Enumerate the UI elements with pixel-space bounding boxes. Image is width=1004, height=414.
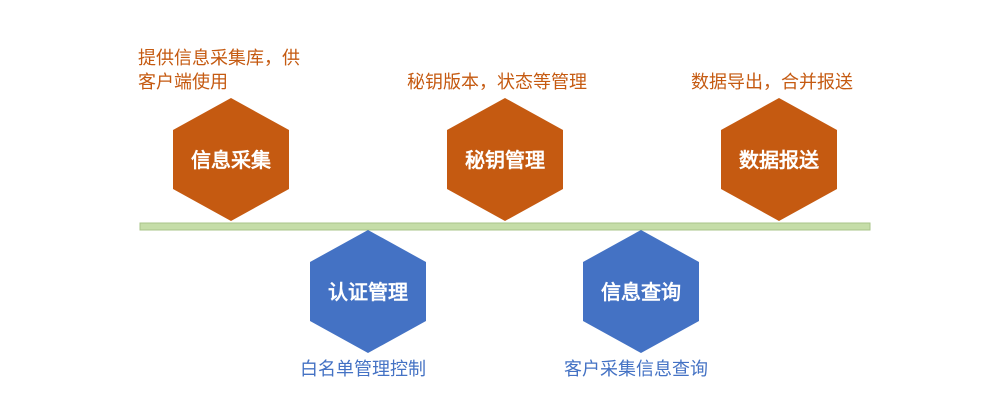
caption-line: 秘钥版本，状态等管理: [407, 72, 587, 93]
hexagon-data-report: [721, 98, 837, 221]
hexagon-info-collection: [173, 98, 289, 221]
caption-info-query: 客户采集信息查询: [564, 358, 708, 382]
hexagon-label-key-management: 秘钥管理: [465, 148, 545, 172]
hexagon-label-data-report: 数据报送: [739, 148, 820, 172]
caption-line: 客户端使用: [138, 72, 228, 93]
caption-data-report: 数据导出，合并报送: [691, 71, 853, 95]
timeline-bar: [139, 222, 871, 231]
caption-line: 白名单管理控制: [300, 359, 426, 380]
hexagon-label-info-collection: 信息采集: [191, 148, 272, 172]
caption-key-management: 秘钥版本，状态等管理: [407, 71, 587, 95]
hexagon-info-query: [583, 230, 699, 353]
caption-info-collection: 提供信息采集库，供 客户端使用: [138, 47, 300, 95]
hexagon-label-auth-management: 认证管理: [328, 280, 408, 304]
hexagon-label-info-query: 信息查询: [601, 280, 681, 304]
caption-line: 客户采集信息查询: [564, 359, 708, 380]
caption-auth-management: 白名单管理控制: [300, 358, 426, 382]
hexagon-auth-management: [310, 230, 426, 353]
caption-line: 数据导出，合并报送: [691, 72, 853, 93]
caption-line: 提供信息采集库，供: [138, 48, 300, 69]
hexagon-key-management: [447, 98, 563, 221]
